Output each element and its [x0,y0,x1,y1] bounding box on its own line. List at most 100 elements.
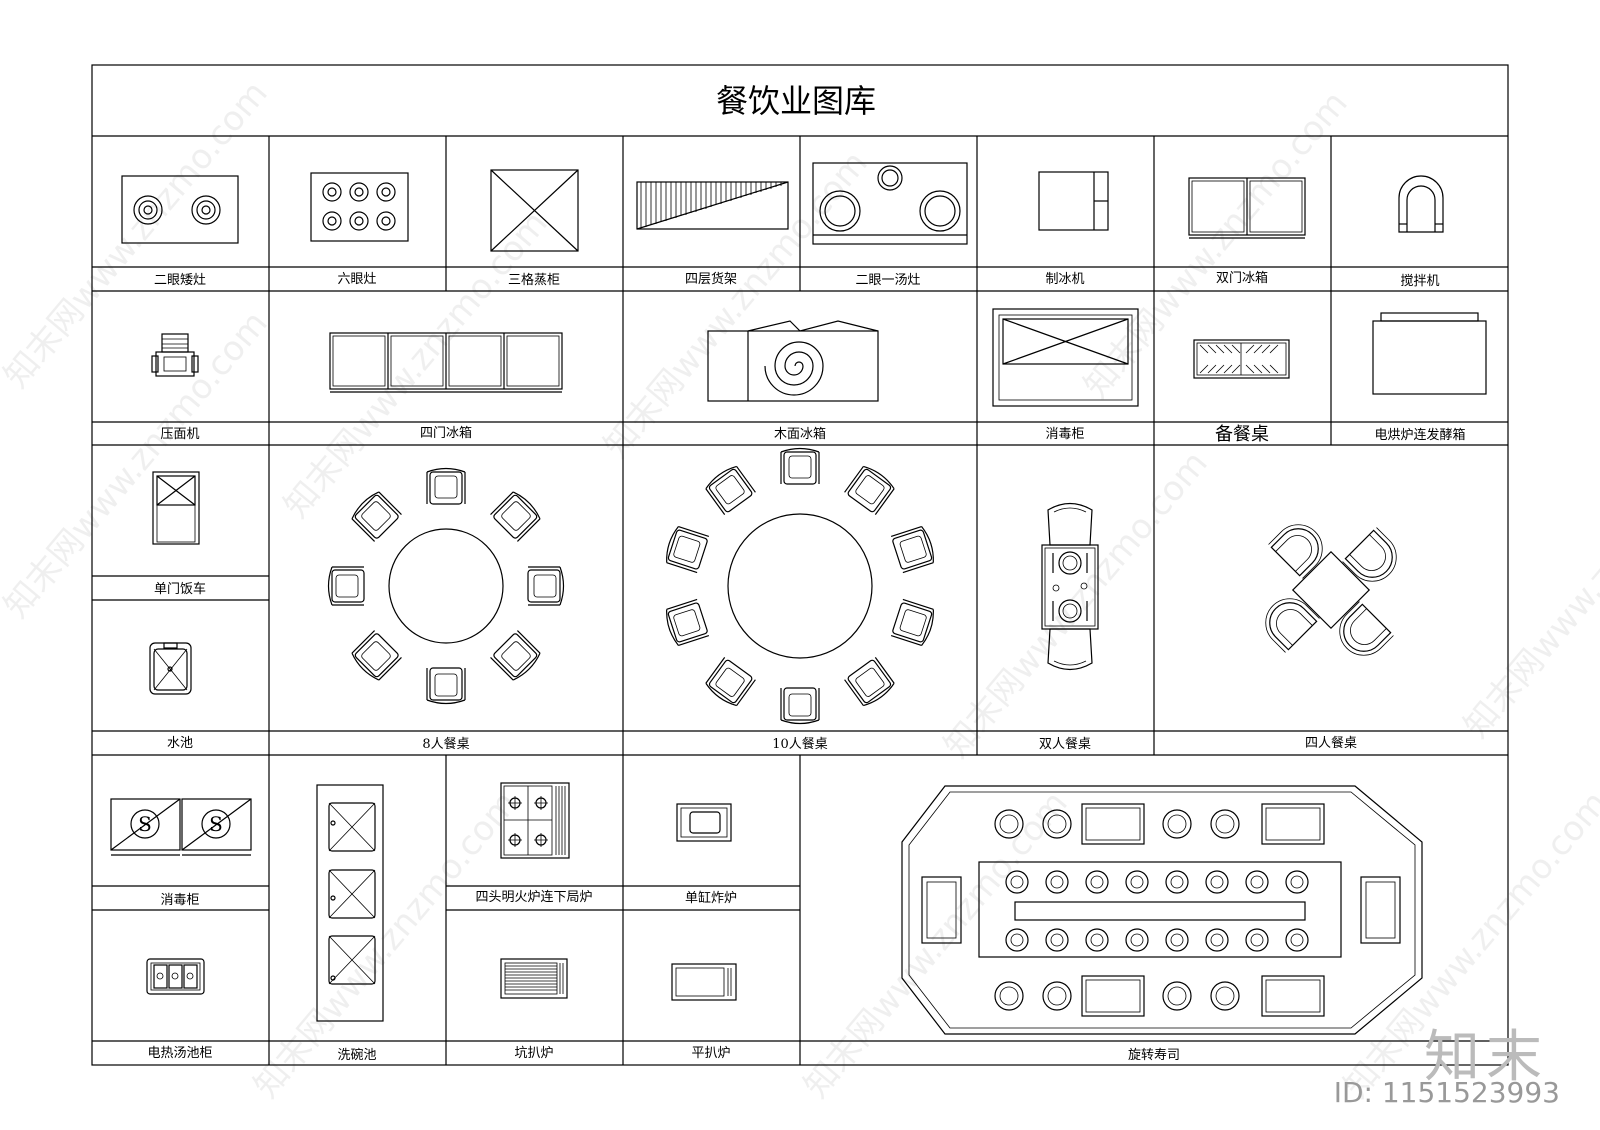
page-title: 餐饮业图库 [716,82,876,120]
pit-grill-symbol [500,958,568,999]
chair-icon [666,525,710,574]
stool-icon [1205,928,1229,952]
label-shelf4: 四层货架 [685,271,737,287]
svg-text:S: S [209,812,223,836]
labels: 二眼矮灶 六眼灶 三格蒸柜 四层货架 二眼一汤灶 制冰机 双门冰箱 搅拌机 压面… [147,270,1465,1063]
label-stove-soup: 二眼一汤灶 [855,273,920,288]
round-tabletop [727,513,873,659]
label-stove2: 二眼矮灶 [154,273,206,288]
chair-icon [327,566,365,606]
label-icemaker: 制冰机 [1045,272,1084,287]
stove2-symbol [121,175,239,244]
chair-icon [1339,601,1394,656]
image-id: ID: 1151523993 [1333,1076,1560,1109]
label-burner4: 四头明火炉连下局炉 [475,889,592,905]
label-disinfect-2: 消毒柜 [160,893,199,908]
stool-icon [1045,928,1069,952]
stove6-symbol [310,172,409,242]
label-mixer: 搅拌机 [1400,273,1439,289]
watermark-text: 知末网www.znzmo.com [796,784,1075,1106]
sushi-bar-symbol [901,785,1423,1035]
stool-icon [1005,870,1029,894]
round-tabletop [388,528,504,644]
label-noodle-press: 压面机 [160,427,199,442]
watermark-text: 知末网www.znzmo.com [276,204,555,526]
label-table8: 8人餐桌 [422,736,469,752]
burner4-symbol [500,782,570,859]
label-oven-proofer: 电烘炉连发酵箱 [1374,427,1465,443]
label-sink: 水池 [167,736,193,751]
chair-icon [780,687,820,725]
label-table2: 双人餐桌 [1039,736,1091,752]
label-stove6: 六眼灶 [337,272,376,287]
dish-sink-symbol [316,784,384,1022]
stool-icon [1162,981,1192,1011]
chair-icon [351,630,402,681]
stool-icon [1285,870,1309,894]
shelf4-symbol [636,181,789,230]
chair-icon [351,491,402,542]
bain-marie-symbol [146,958,205,995]
fridge2-symbol [1188,177,1306,239]
chair-icon [890,525,934,574]
watermark-text: 知末网www.znzmo.com [1076,84,1355,406]
chair-icon [527,566,565,606]
chair-icon [1268,524,1323,579]
watermark-text: 知末网www.znzmo.com [1456,424,1600,746]
label-bain-marie: 电热汤池柜 [147,1046,212,1061]
stool-icon [1042,981,1072,1011]
stool-icon [1042,809,1072,839]
stool-icon [1162,809,1192,839]
table2-symbol [1041,502,1099,671]
chair-icon [1342,527,1397,582]
label-fridge4: 四门冰箱 [420,425,472,441]
chair-icon [780,447,820,485]
stool-icon [1245,928,1269,952]
label-sushi: 旋转寿司 [1128,1048,1180,1063]
icemaker-symbol [1038,171,1109,231]
fridge4-symbol [329,332,563,393]
stool-icon [1125,870,1149,894]
label-disinfect-1: 消毒柜 [1045,427,1084,442]
table10-symbol [666,447,934,725]
label-fridge2: 双门冰箱 [1216,270,1268,286]
disinfect-cabinet-symbol [992,308,1139,407]
table4-symbol [1265,524,1397,656]
stool-icon [1245,870,1269,894]
stool-icon [994,981,1024,1011]
serving-table-symbol [1193,339,1290,379]
stool-icon [1210,981,1240,1011]
stool-icon [1045,870,1069,894]
label-table10: 10人餐桌 [772,736,828,752]
chair-icon [705,465,756,516]
label-pit-grill: 坑扒炉 [514,1046,553,1061]
flat-grill-symbol [671,963,737,1001]
chair-icon [844,465,895,516]
oven-proofer-symbol [1372,312,1487,395]
table-grid [91,64,1509,1066]
stool-icon [1285,928,1309,952]
label-serving-table: 备餐桌 [1215,424,1269,445]
chair-icon [844,656,895,707]
chair-icon [426,667,466,705]
stool-icon [1165,928,1189,952]
rice-cart-symbol [152,471,200,545]
stool-icon [994,809,1024,839]
watermark-text: 知末网www.znzmo.com [936,444,1215,766]
label-steamer3: 三格蒸柜 [508,272,560,288]
fryer-symbol [676,803,732,842]
table8-symbol [327,467,565,705]
mixer-symbol [1398,175,1444,233]
label-fryer: 单缸炸炉 [685,890,737,906]
stool-icon [1165,870,1189,894]
chair-icon [426,467,466,505]
disinfect-cabinet-2-symbol: S S [110,798,252,856]
stool-icon [1210,809,1240,839]
label-table4: 四人餐桌 [1305,735,1357,751]
label-dish-sink: 洗碗池 [337,1047,376,1063]
label-wood-fridge: 木面冰箱 [774,426,826,442]
stool-icon [1125,928,1149,952]
label-flat-grill: 平扒炉 [691,1046,730,1061]
stool-icon [1205,870,1229,894]
stool-icon [1005,928,1029,952]
